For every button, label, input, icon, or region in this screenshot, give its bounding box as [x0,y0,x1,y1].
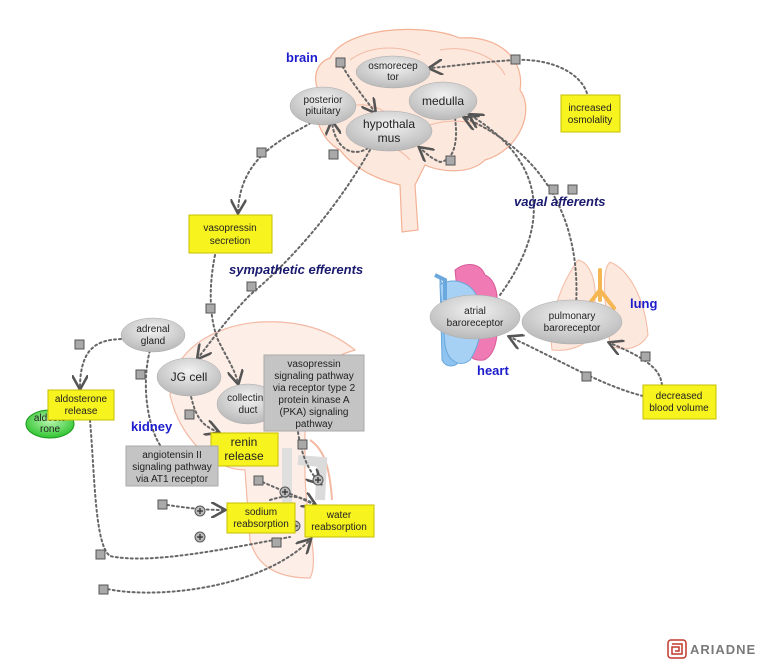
box-label: water [326,510,352,521]
plus-icon [279,486,291,498]
plus-icon [312,474,324,486]
node-label: JG cell [171,370,208,384]
node-hypothalamus[interactable]: hypothala mus [345,110,433,152]
node-label: adrenal [136,324,169,335]
box-angiotensin-signaling-pathway[interactable]: angiotensin II signaling pathway via AT1… [125,445,219,487]
box-label: blood volume [649,403,709,414]
box-label: via receptor type 2 [273,383,356,394]
box-label: vasopressin [203,223,256,234]
node-label: medulla [422,94,464,108]
node-label: gland [141,336,165,347]
box-increased-osmolality[interactable]: increased osmolality [560,94,621,133]
node-label: duct [239,405,258,416]
positive-regulation-markers [194,474,324,543]
node-label: osmorecep [368,61,418,72]
node-osmoreceptor[interactable]: osmorecep tor [355,55,431,89]
box-water-reabsorption[interactable]: water reabsorption [304,504,375,538]
ariadne-logo: ARIADNE [667,639,756,659]
box-aldosterone-release[interactable]: aldosterone release [47,389,115,421]
box-decreased-blood-volume[interactable]: decreased blood volume [642,384,717,420]
box-label: reabsorption [311,522,367,533]
node-label: atrial [464,306,486,317]
box-label: via AT1 receptor [136,474,209,485]
connector-squares [74,54,651,595]
node-jg-cell[interactable]: JG cell [156,357,222,397]
node-label: baroreceptor [447,318,504,329]
node-pulmonary-baroreceptor[interactable]: pulmonary baroreceptor [521,299,623,345]
organ-label-brain: brain [286,50,318,65]
organ-label-kidney: kidney [131,419,173,434]
node-label: tor [387,72,399,83]
plus-icon [194,531,206,543]
node-label: pulmonary [549,311,596,322]
ariadne-logo-text: ARIADNE [690,642,756,657]
node-adrenal-gland[interactable]: adrenal gland [120,317,186,353]
box-label: decreased [656,391,703,402]
box-label: sodium [245,507,277,518]
node-label: hypothala [363,117,415,131]
box-label: protein kinase A [278,395,349,406]
node-label: pituitary [305,106,340,117]
node-posterior-pituitary[interactable]: posterior pituitary [289,86,357,126]
organ-label-lung: lung [630,296,657,311]
box-label: pathway [295,419,332,430]
node-label: mus [378,131,401,145]
box-label: aldosterone [55,394,108,405]
box-label: secretion [210,236,251,247]
box-label: signaling pathway [132,462,212,473]
box-label: renin [231,435,258,449]
organ-label-heart: heart [477,363,509,378]
box-label: release [224,449,264,463]
box-label: (PKA) signaling [280,407,349,418]
node-label: rone [40,424,60,435]
box-sodium-reabsorption[interactable]: sodium reabsorption [226,502,296,534]
box-label: signaling pathway [274,371,354,382]
box-label: osmolality [568,115,612,126]
box-label: reabsorption [233,519,289,530]
box-vasopressin-signaling-pathway[interactable]: vasopressin signaling pathway via recept… [263,354,365,432]
pathway-label-sympathetic: sympathetic efferents [229,262,363,277]
node-label: collecting [227,393,269,404]
box-label: vasopressin [287,359,340,370]
node-label: posterior [304,95,344,106]
node-label: baroreceptor [544,323,601,334]
box-label: angiotensin II [142,450,202,461]
box-vasopressin-secretion[interactable]: vasopressin secretion [188,214,273,254]
box-label: increased [568,103,611,114]
node-atrial-baroreceptor[interactable]: atrial baroreceptor [429,294,521,340]
plus-icon [194,505,206,517]
box-label: release [65,406,98,417]
ariadne-logo-icon [667,639,687,659]
box-renin-release[interactable]: renin release [210,432,279,467]
pathway-label-vagal: vagal afferents [514,194,606,209]
edges [80,58,663,594]
node-medulla[interactable]: medulla [408,81,478,121]
